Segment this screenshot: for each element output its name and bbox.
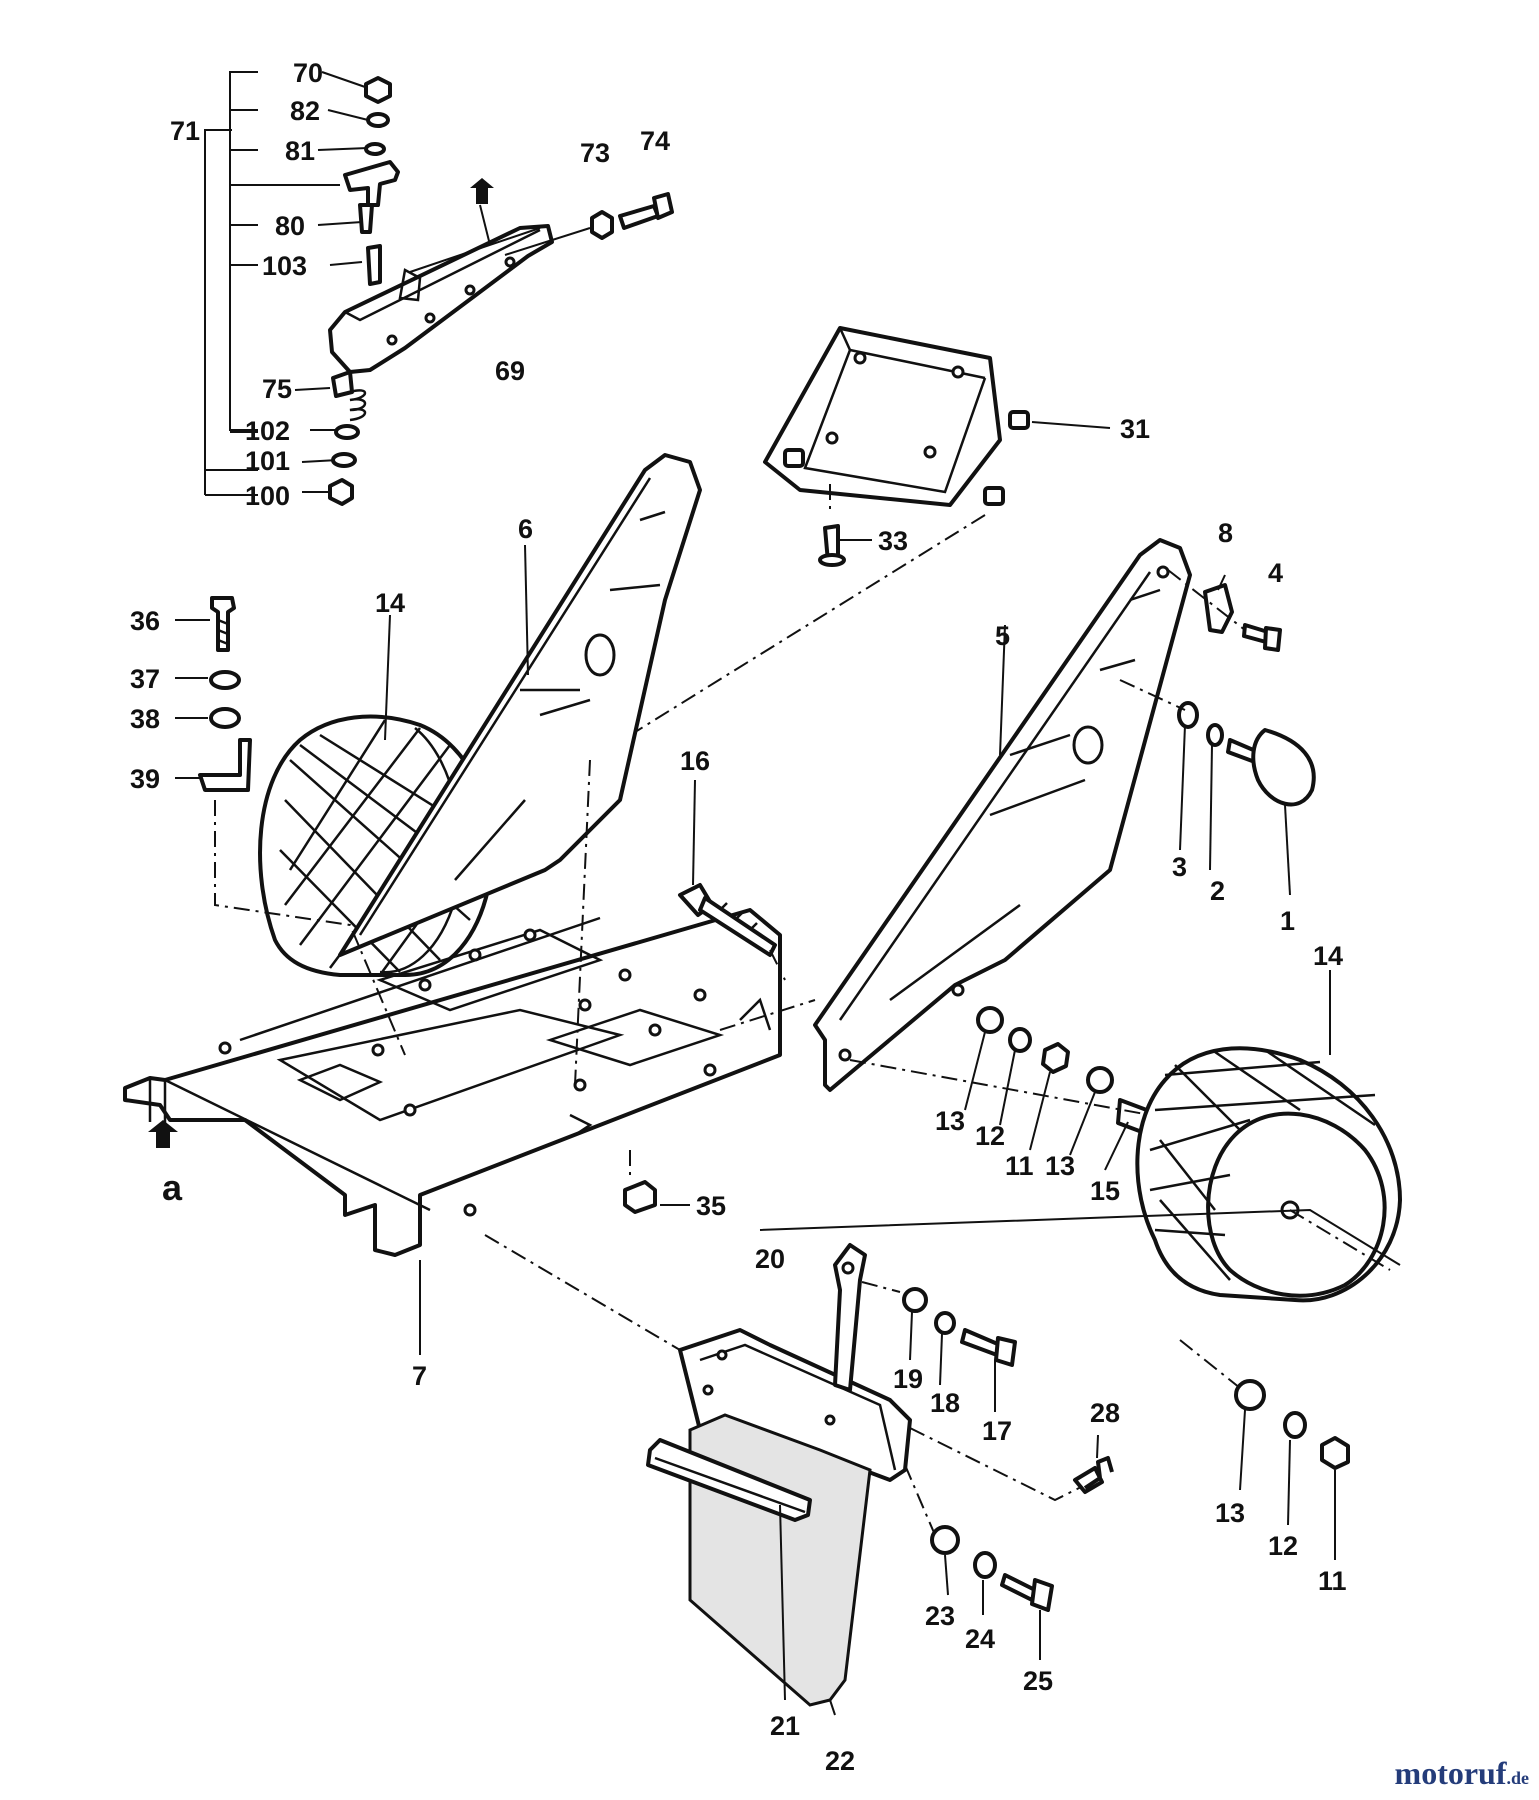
callout-70: 70: [293, 58, 323, 88]
upper-bracket-assembly: [204, 71, 674, 506]
callout-39: 39: [130, 764, 160, 794]
callout-11a: 11: [1005, 1151, 1034, 1181]
callout-22: 22: [825, 1746, 855, 1776]
callout-101: 101: [245, 446, 290, 476]
callout-100: 100: [245, 481, 290, 511]
callout-19: 19: [893, 1364, 923, 1394]
callout-3: 3: [1172, 852, 1187, 882]
main-frame: [123, 453, 782, 1355]
callout-7: 7: [412, 1361, 427, 1391]
callout-102: 102: [245, 416, 290, 446]
callout-75: 75: [262, 374, 292, 404]
callout-11b: 11: [1318, 1566, 1347, 1596]
callout-labels: 70 82 71 81 80 103 69 73 74 75 102 101 1…: [130, 58, 1347, 1776]
watermark-logo: motoruf.de: [1395, 1755, 1529, 1792]
callout-25: 25: [1023, 1666, 1053, 1696]
callout-6: 6: [518, 514, 533, 544]
left-hardware: [175, 596, 786, 1214]
callout-80: 80: [275, 211, 305, 241]
callout-14-right: 14: [1313, 941, 1343, 971]
seat-plate: [589, 326, 1111, 761]
callout-69: 69: [495, 356, 525, 386]
callout-13d: 13: [1215, 1498, 1245, 1528]
callout-37: 37: [130, 664, 160, 694]
callout-33: 33: [878, 526, 908, 556]
callout-81: 81: [285, 136, 315, 166]
mud-flap-assembly: [484, 1234, 1114, 1716]
callout-13b: 13: [1045, 1151, 1075, 1181]
callout-82: 82: [290, 96, 320, 126]
callout-71: 71: [170, 116, 200, 146]
callout-1: 1: [1280, 906, 1295, 936]
callout-23: 23: [925, 1601, 955, 1631]
callout-13a: 13: [935, 1106, 965, 1136]
callout-103: 103: [262, 251, 307, 281]
watermark-brand: motoruf: [1394, 1755, 1507, 1791]
callout-17: 17: [982, 1416, 1012, 1446]
callout-21: 21: [770, 1711, 800, 1741]
callout-12b: 12: [1268, 1531, 1298, 1561]
callout-14-left: 14: [375, 588, 405, 618]
callout-28: 28: [1090, 1398, 1120, 1428]
callout-8: 8: [1218, 518, 1233, 548]
callout-73: 73: [580, 138, 610, 168]
right-stand-arm: [719, 538, 1316, 1092]
callout-74: 74: [640, 126, 670, 156]
callout-35: 35: [696, 1191, 726, 1221]
callout-31: 31: [1120, 414, 1150, 444]
callout-a: a: [162, 1167, 183, 1208]
callout-18: 18: [930, 1388, 960, 1418]
callout-5: 5: [995, 621, 1010, 651]
callout-4: 4: [1268, 558, 1283, 588]
callout-12a: 12: [975, 1121, 1005, 1151]
callout-20: 20: [755, 1244, 785, 1274]
right-wheel: [759, 970, 1402, 1560]
callout-15: 15: [1090, 1176, 1120, 1206]
callout-36: 36: [130, 606, 160, 636]
callout-16: 16: [680, 746, 710, 776]
callout-24: 24: [965, 1624, 995, 1654]
watermark-tld: .de: [1506, 1768, 1530, 1788]
callout-38: 38: [130, 704, 160, 734]
callout-2: 2: [1210, 876, 1225, 906]
